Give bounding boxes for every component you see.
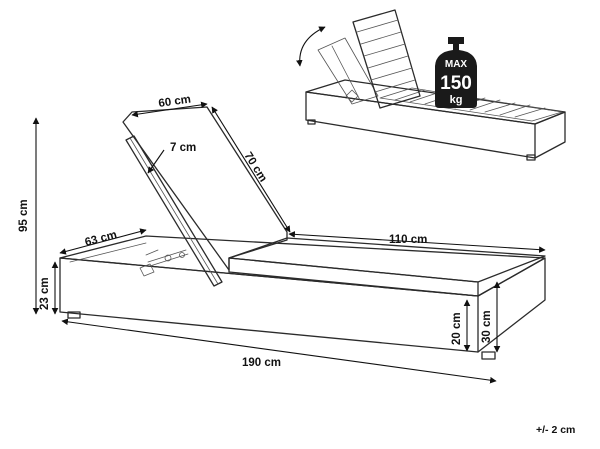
base-front-face	[59, 257, 479, 353]
label-width: 63 cm	[84, 229, 119, 249]
front-left-foot	[67, 311, 81, 319]
weight-badge-max: MAX	[445, 59, 468, 70]
backrest-frame-edge	[129, 137, 219, 285]
seat-cushion-top	[228, 237, 546, 283]
label-mattress-base: 20 cm	[451, 312, 463, 345]
main-lounger-drawing	[59, 106, 546, 360]
dim-line-backrest-width	[131, 101, 208, 118]
dimension-lines	[32, 101, 546, 384]
front-right-foot	[481, 351, 496, 360]
label-total-length: 190 cm	[242, 357, 281, 369]
base-right-face	[477, 257, 546, 353]
label-frame-thickness: 7 cm	[170, 142, 196, 154]
rotate-arrow-icon	[296, 26, 326, 67]
inset-backrest	[352, 9, 421, 109]
label-seat-length: 110 cm	[389, 234, 427, 246]
dim-line-backrest-length	[211, 106, 291, 233]
inset-backrest-slats	[356, 19, 416, 93]
label-total-height: 95 cm	[18, 199, 30, 232]
inset-right-foot	[526, 154, 536, 161]
support-mechanism	[139, 249, 189, 277]
label-base-height: 23 cm	[39, 277, 51, 310]
inset-seat-panel	[379, 87, 563, 122]
dimension-labels: 60 cm 7 cm 70 cm 95 cm 63 cm 110 cm 23 c…	[18, 94, 493, 369]
label-overall-30: 30 cm	[481, 310, 493, 343]
inset-backrest-ghost	[317, 37, 379, 105]
weight-badge-unit: kg	[450, 94, 463, 106]
inset-base-right	[534, 111, 566, 159]
dim-line-total-length	[61, 318, 497, 384]
weight-badge-value: 150	[440, 73, 472, 94]
weight-badge: MAX 150 kg	[435, 37, 477, 108]
label-backrest-width: 60 cm	[158, 94, 192, 110]
dim-line-width	[59, 228, 147, 255]
backrest-frame	[125, 135, 223, 287]
inset-left-foot	[307, 119, 316, 125]
tolerance-note: +/- 2 cm	[536, 424, 575, 436]
dim-line-frame-thickness	[147, 149, 165, 174]
weight-badge-icon	[435, 37, 477, 108]
inset-wooden-lounger	[296, 9, 566, 161]
dim-line-seat-length	[288, 231, 546, 253]
